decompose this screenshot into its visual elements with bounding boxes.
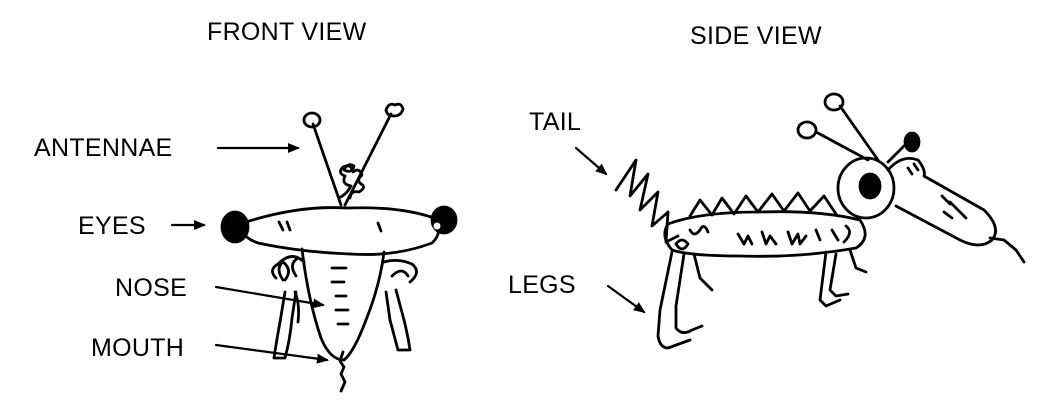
side-snout [886, 156, 997, 247]
nose-arrow [214, 285, 325, 309]
front-view-bug [220, 102, 458, 393]
front-head [241, 206, 440, 256]
side-view-title: SIDE VIEW [690, 22, 822, 50]
legs-arrow [606, 284, 646, 314]
side-back-spikes [688, 191, 838, 218]
tail-arrow [574, 146, 608, 176]
front-view-title: FRONT VIEW [207, 18, 367, 46]
legs-label: LEGS [508, 271, 576, 299]
side-head [836, 156, 896, 220]
side-rear-legs [656, 250, 714, 350]
side-tail [614, 158, 680, 244]
front-eyes [220, 205, 458, 244]
side-antennae [796, 92, 921, 164]
front-nose [300, 247, 386, 362]
front-right-legs [382, 259, 418, 352]
front-arrows [170, 143, 329, 364]
side-body [663, 210, 867, 258]
eyes-label: EYES [78, 212, 146, 240]
side-arrows [574, 146, 646, 314]
side-front-legs [818, 248, 868, 308]
antennae-label: ANTENNAE [34, 134, 173, 162]
mouth-arrow [214, 343, 329, 364]
side-eye [858, 172, 882, 200]
front-mouth [338, 350, 347, 393]
front-left-legs [271, 255, 306, 360]
mouth-label: MOUTH [91, 334, 185, 362]
tail-label: TAIL [529, 108, 582, 136]
front-antennae [302, 102, 405, 207]
side-view-bug [614, 92, 1026, 350]
nose-label: NOSE [115, 274, 188, 302]
